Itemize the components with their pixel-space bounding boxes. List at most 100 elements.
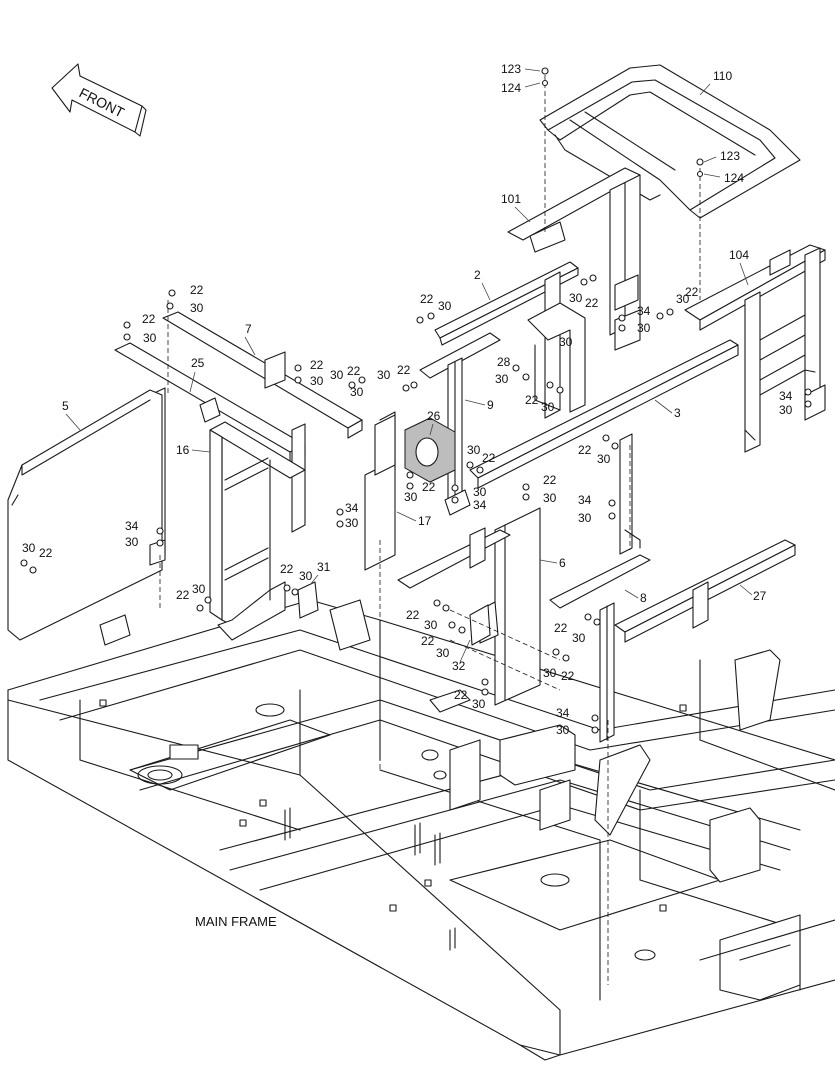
part-3-long-beam [469,339,739,555]
part-2-beam [434,261,586,419]
part-101-bracket [507,167,641,351]
callout-labels: 123 124 110 123 124 101 104 2 22 30 30 2… [22,62,793,737]
callout-30: 30 [637,321,651,335]
callout-34: 34 [578,493,592,507]
part-26-shaded-block [404,417,456,483]
callout-22: 22 [421,634,435,648]
callout-34: 34 [637,304,651,318]
callout-30: 30 [404,490,418,504]
callout-5: 5 [62,399,69,413]
leader-lines [65,68,753,663]
callout-31: 31 [317,560,331,574]
part-110-top-guard [539,64,801,219]
callout-30: 30 [345,516,359,530]
callout-34: 34 [556,706,570,720]
callout-34: 34 [345,501,359,515]
callout-25: 25 [191,356,205,370]
callout-30: 30 [556,723,570,737]
callout-22: 22 [280,562,294,576]
callout-30: 30 [559,335,573,349]
part-8-column [549,554,651,743]
callout-30: 30 [190,301,204,315]
part-6-panel [397,507,541,706]
part-7-beam [162,311,363,439]
callout-30: 30 [597,452,611,466]
callout-30: 30 [467,443,481,457]
callout-27: 27 [753,589,767,603]
callout-22: 22 [454,688,468,702]
callout-30: 30 [377,368,391,382]
callout-2: 2 [474,268,481,282]
callout-104: 104 [729,248,749,262]
main-frame-label: MAIN FRAME [195,914,277,929]
callout-30: 30 [569,291,583,305]
callout-30: 30 [572,631,586,645]
callout-17: 17 [418,514,432,528]
callout-30: 30 [578,511,592,525]
callout-30: 30 [330,368,344,382]
part-5-panel [7,389,166,641]
callout-22: 22 [397,363,411,377]
callout-22: 22 [176,588,190,602]
callout-22: 22 [525,393,539,407]
callout-3: 3 [674,406,681,420]
callout-30: 30 [543,491,557,505]
callout-30: 30 [143,331,157,345]
callout-22: 22 [422,480,436,494]
callout-30: 30 [676,292,690,306]
callout-16: 16 [176,443,190,457]
callout-22: 22 [685,285,699,299]
callout-22: 22 [561,669,575,683]
callout-124: 124 [724,171,744,185]
callout-22: 22 [142,312,156,326]
callout-22: 22 [310,358,324,372]
callout-30: 30 [541,400,555,414]
callout-26: 26 [427,409,441,423]
callout-34: 34 [779,389,793,403]
callout-30: 30 [125,535,139,549]
callout-9: 9 [487,398,494,412]
callout-30: 30 [350,385,364,399]
callout-34: 34 [473,498,487,512]
callout-30: 30 [310,374,324,388]
callout-22: 22 [482,451,496,465]
part-31-bracket [297,581,319,619]
callout-30: 30 [438,299,452,313]
callout-30: 30 [543,666,557,680]
callout-123: 123 [720,149,740,163]
assembly-center-lines [159,75,701,985]
callout-22: 22 [406,608,420,622]
callout-30: 30 [192,582,206,596]
callout-28: 28 [497,355,511,369]
callout-110: 110 [713,69,732,83]
callout-30: 30 [473,485,487,499]
callout-22: 22 [578,443,592,457]
main-frame [7,599,835,1061]
callout-22: 22 [420,292,434,306]
callout-22: 22 [190,283,204,297]
callout-8: 8 [640,591,647,605]
callout-101: 101 [501,192,521,206]
part-27-beam [614,539,796,643]
callout-32: 32 [452,659,466,673]
front-arrow: FRONT [51,63,147,137]
part-16-frame [209,421,306,641]
callout-22: 22 [543,473,557,487]
part-104-cage [684,244,826,453]
callout-123: 123 [501,62,521,76]
fasteners [20,67,812,734]
part-17-panel [364,411,396,571]
callout-30: 30 [299,569,313,583]
callout-30: 30 [22,541,36,555]
callout-22: 22 [585,296,599,310]
callout-124: 124 [501,81,521,95]
callout-30: 30 [779,403,793,417]
callout-22: 22 [554,621,568,635]
callout-22: 22 [39,546,53,560]
callout-6: 6 [559,556,566,570]
callout-30: 30 [472,697,486,711]
callout-7: 7 [245,322,252,336]
part-32-plate [469,604,491,646]
